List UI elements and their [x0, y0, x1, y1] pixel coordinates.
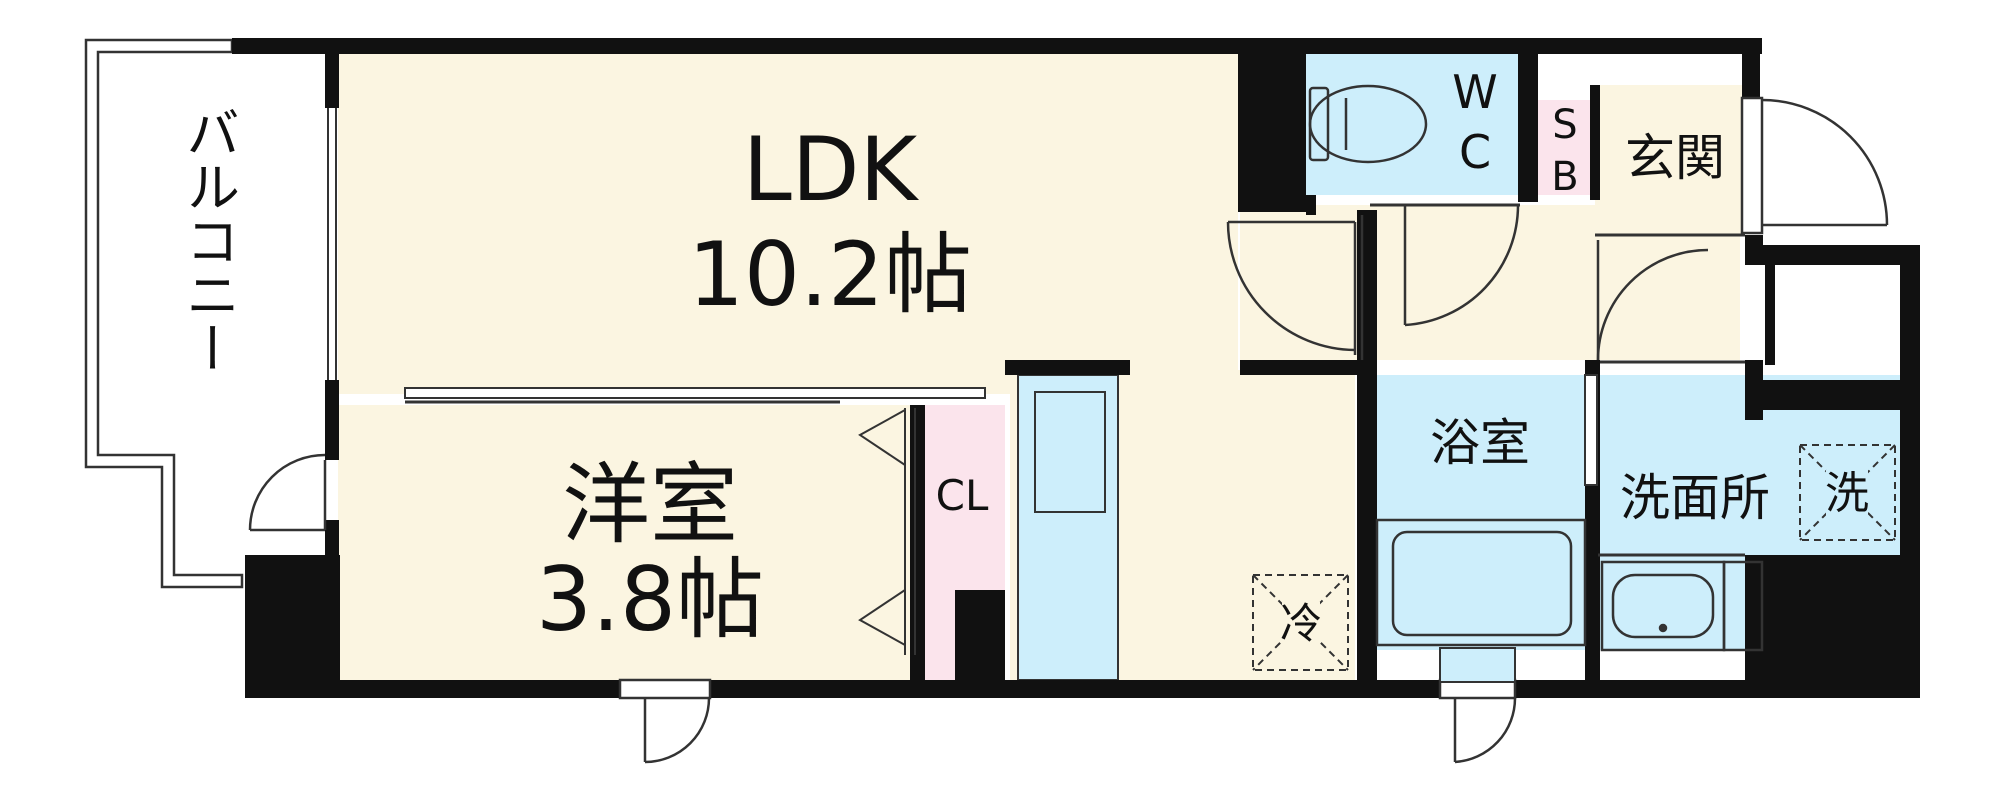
sliding-door: [404, 387, 986, 399]
ldk-window: [327, 108, 337, 380]
bath-door: [1584, 374, 1598, 486]
toilet-fixture: [1308, 84, 1428, 164]
entrance-label: 玄関: [1625, 129, 1725, 187]
bedroom-window-door: [618, 678, 712, 764]
washroom-door: [1596, 240, 1709, 361]
washer-label: 洗: [1825, 468, 1869, 519]
entrance-door: [1740, 96, 1889, 235]
closet-doors: [858, 408, 916, 655]
sink-basin: [1034, 391, 1106, 513]
bedroom-name: 洋室: [562, 453, 738, 556]
wc-floor: [1306, 52, 1518, 195]
sb-label-s: S: [1552, 102, 1577, 148]
wc-door: [1403, 204, 1520, 327]
ldk-size: 10.2帖: [688, 223, 972, 326]
sb-floor: [1538, 100, 1593, 195]
bathtub-fixture: [1375, 518, 1587, 647]
bath-window: [1438, 647, 1517, 764]
fridge-label: 冷: [1280, 599, 1322, 648]
ldk-hall-door: [1226, 215, 1364, 360]
sb-label-b: B: [1551, 154, 1578, 200]
fridge-space: [1252, 574, 1349, 671]
entrance-floor: [1595, 85, 1745, 235]
washer-space: [1799, 444, 1896, 541]
bath-floor: [1375, 375, 1590, 650]
ldk-floor: [338, 52, 1238, 394]
wc-label-w: W: [1452, 65, 1497, 119]
basin-fixture: [1600, 560, 1764, 652]
closet-label: CL: [936, 471, 989, 520]
bedroom-size: 3.8帖: [536, 548, 764, 651]
bath-label: 浴室: [1430, 414, 1530, 472]
kitchen-counter: [1017, 374, 1119, 681]
bedroom-floor: [338, 405, 913, 680]
ldk-name: LDK: [743, 118, 920, 221]
balcony-door: [248, 453, 327, 532]
balcony-label: バルコニー: [177, 105, 240, 375]
wc-label-c: C: [1459, 125, 1491, 179]
washroom-label: 洗面所: [1620, 469, 1770, 527]
